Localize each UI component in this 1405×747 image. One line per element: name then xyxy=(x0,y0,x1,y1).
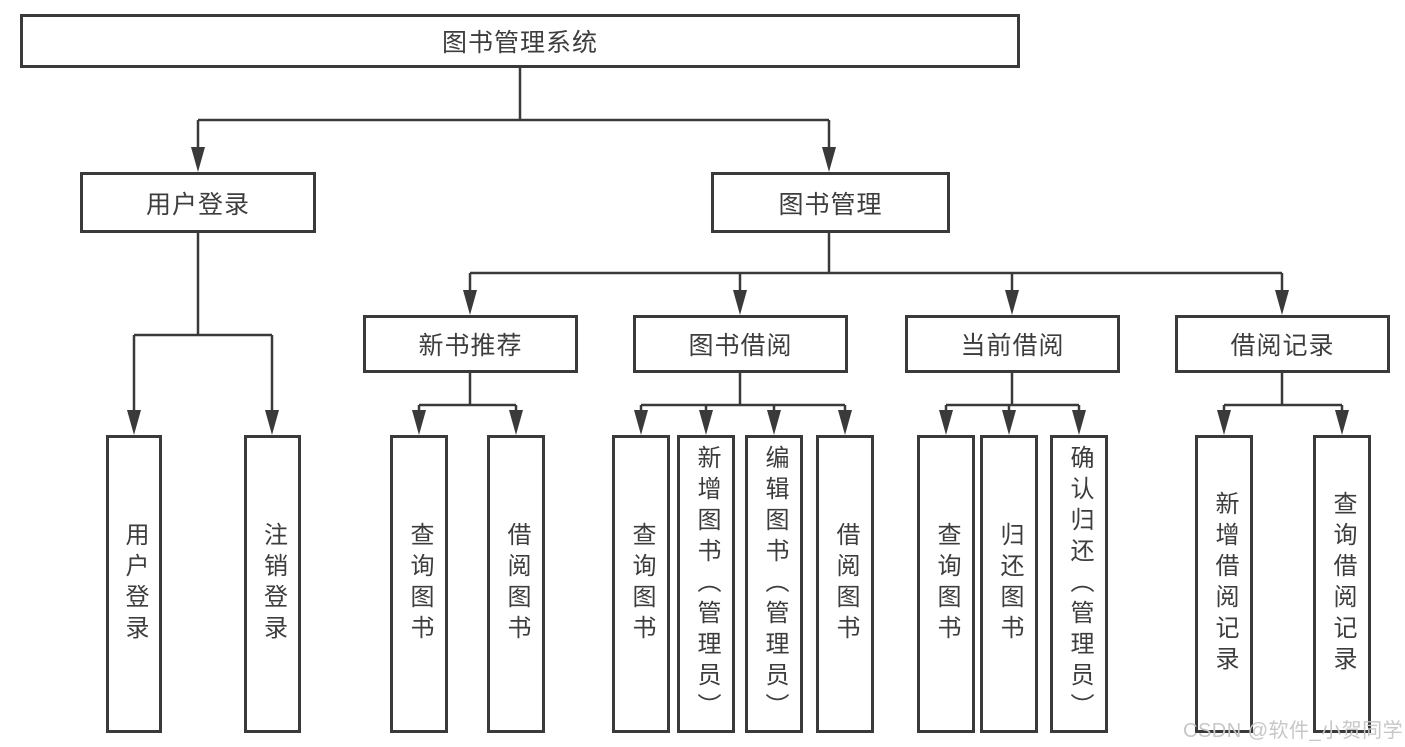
leaf-logout-label: 注销登录 xyxy=(259,522,287,646)
leaf-borrow-books-borrow-label: 借阅图书 xyxy=(832,522,859,646)
node-book-management: 图书管理 xyxy=(711,172,950,233)
node-borrow-record: 借阅记录 xyxy=(1175,315,1390,373)
leaf-return-books: 归还图书 xyxy=(980,435,1038,733)
node-current-borrow-label: 当前借阅 xyxy=(960,332,1065,360)
csdn-watermark: CSDN @软件_小贺同学 xyxy=(1183,720,1404,742)
leaf-query-books-recommend-label: 查询图书 xyxy=(406,522,433,646)
connector-borrow-record xyxy=(1222,373,1344,413)
leaf-user-login-label: 用户登录 xyxy=(121,522,148,646)
node-book-borrow: 图书借阅 xyxy=(633,315,848,373)
connector-root xyxy=(196,68,831,150)
arrowheads xyxy=(127,147,1349,435)
leaf-borrow-books-recommend: 借阅图书 xyxy=(487,435,545,733)
node-root-label: 图书管理系统 xyxy=(441,29,598,57)
leaf-query-borrow-record: 查询借阅记录 xyxy=(1313,435,1371,733)
leaf-query-books-current-label: 查询图书 xyxy=(933,522,960,646)
node-new-book-recommend: 新书推荐 xyxy=(363,315,578,373)
leaf-confirm-return-admin-label: 确认归还（管理员） xyxy=(1066,444,1093,724)
node-book-management-label: 图书管理 xyxy=(778,190,883,219)
leaf-query-books-borrow: 查询图书 xyxy=(612,435,670,733)
node-user-login: 用户登录 xyxy=(80,172,316,233)
leaf-borrow-books-borrow: 借阅图书 xyxy=(816,435,874,733)
leaf-query-books-current: 查询图书 xyxy=(917,435,975,733)
connector-user-login xyxy=(132,233,274,413)
leaf-add-borrow-record-label: 新增借阅记录 xyxy=(1211,491,1238,677)
node-root: 图书管理系统 xyxy=(20,14,1020,68)
leaf-edit-books-admin-label: 编辑图书（管理员） xyxy=(761,444,788,724)
connector-current-borrow xyxy=(944,373,1081,413)
leaf-add-books-admin-label: 新增图书（管理员） xyxy=(693,444,720,724)
node-borrow-record-label: 借阅记录 xyxy=(1230,332,1335,360)
leaf-query-books-recommend: 查询图书 xyxy=(390,435,448,733)
leaf-add-borrow-record: 新增借阅记录 xyxy=(1195,435,1253,733)
connector-book-management xyxy=(468,233,1284,293)
leaf-query-books-borrow-label: 查询图书 xyxy=(628,522,655,646)
connector-book-borrow xyxy=(639,373,847,413)
leaf-borrow-books-recommend-label: 借阅图书 xyxy=(503,522,530,646)
connector-new-book xyxy=(417,373,518,413)
leaf-user-login: 用户登录 xyxy=(106,435,162,733)
node-user-login-label: 用户登录 xyxy=(145,190,250,219)
leaf-confirm-return-admin: 确认归还（管理员） xyxy=(1050,435,1108,733)
leaf-query-borrow-record-label: 查询借阅记录 xyxy=(1329,491,1356,677)
node-new-book-recommend-label: 新书推荐 xyxy=(418,332,523,360)
node-book-borrow-label: 图书借阅 xyxy=(688,332,793,360)
leaf-logout: 注销登录 xyxy=(244,435,301,733)
leaf-add-books-admin: 新增图书（管理员） xyxy=(677,435,735,733)
leaf-edit-books-admin: 编辑图书（管理员） xyxy=(745,435,803,733)
node-current-borrow: 当前借阅 xyxy=(905,315,1120,373)
leaf-return-books-label: 归还图书 xyxy=(996,522,1023,646)
